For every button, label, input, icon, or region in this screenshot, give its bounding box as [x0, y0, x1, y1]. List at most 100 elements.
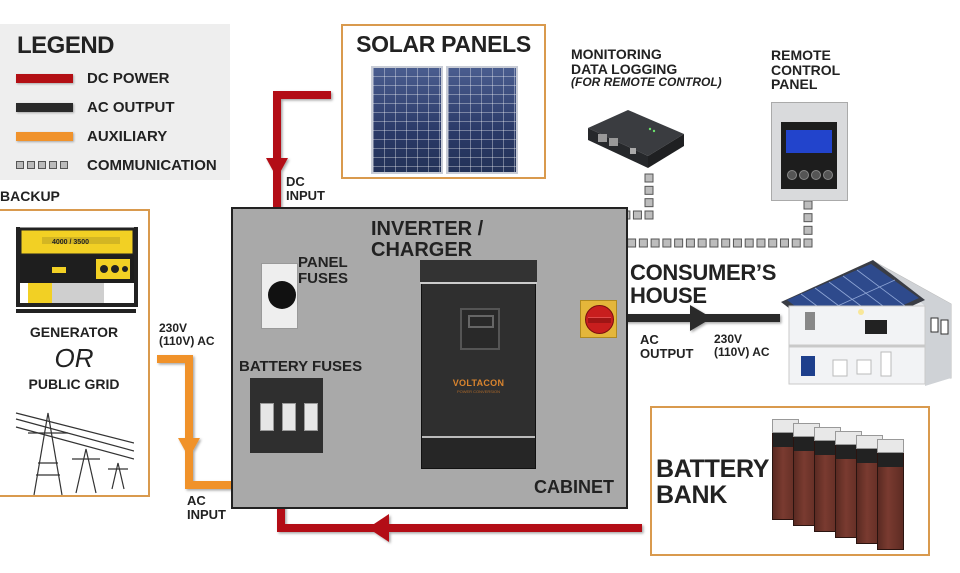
svg-text:4000 / 3500: 4000 / 3500 [52, 239, 89, 246]
isolator-dial [585, 305, 614, 334]
communication-dot [674, 238, 684, 248]
legend-item-auxiliary: AUXILIARY [16, 126, 167, 146]
battery-icon [801, 356, 815, 376]
ac-in-voltage-label: 230V (110V) AC [159, 322, 215, 347]
communication-dot [662, 238, 672, 248]
ac-input-arrow-down [178, 438, 200, 458]
inverter-base [422, 436, 535, 468]
communication-dot [697, 238, 707, 248]
legend-title: LEGEND [17, 32, 115, 59]
battery-line1: BATTERY [656, 455, 770, 483]
isolator-switch [580, 300, 617, 338]
communication-dot [627, 238, 637, 248]
inverter-line1: INVERTER / [371, 218, 484, 240]
dc-input-line1: DC [286, 174, 305, 189]
ac-in-voltage-line1: 230V [159, 321, 188, 335]
inverter-charger-unit: VOLTACON POWER CONVERSION [420, 260, 537, 469]
remote-button [787, 170, 797, 180]
or-label: OR [54, 343, 94, 373]
legend-swatch-comm [16, 160, 73, 170]
solar-panels-box: SOLAR PANELS [341, 24, 546, 179]
cabinet-label: CABINET [534, 477, 614, 498]
ac-output-line2: OUTPUT [640, 345, 694, 361]
communication-dot [685, 238, 695, 248]
ac-output-line1: AC [640, 332, 659, 347]
usb-port-icon [630, 148, 636, 154]
lcd-screen [786, 130, 832, 153]
power-pylons-image [15, 412, 134, 495]
dc-input-label: DC INPUT [286, 175, 325, 202]
appliance-icon [856, 359, 872, 375]
consumer-house-title: CONSUMER’S HOUSE [630, 261, 776, 307]
communication-dot [721, 238, 731, 248]
solar-panel-right [446, 66, 518, 174]
window-icon [940, 319, 949, 335]
backup-title: BACKUP [0, 188, 60, 204]
fuse [282, 403, 296, 431]
communication-dot [803, 213, 813, 223]
communication-dot [791, 238, 801, 248]
legend-swatch-dc [16, 73, 73, 83]
fuse [260, 403, 274, 431]
inverter-display [460, 308, 500, 350]
ac-out-voltage-label: 230V (110V) AC [714, 333, 770, 358]
panel-fuses-line1: PANEL [298, 254, 348, 271]
communication-dot [803, 200, 813, 210]
dc-input-wire [266, 91, 331, 262]
ac-output-arrow [690, 305, 712, 331]
ac-input-line1: AC [187, 493, 206, 508]
legend-item-ac-output: AC OUTPUT [16, 97, 175, 117]
communication-dot [638, 238, 648, 248]
legend-item-communication: COMMUNICATION [16, 155, 217, 175]
monitoring-line3: (FOR REMOTE CONTROL) [571, 75, 722, 90]
communication-dot [803, 225, 813, 235]
legend-label: COMMUNICATION [87, 156, 217, 174]
ac-input-label: AC INPUT [187, 494, 226, 521]
battery-fuse-block [250, 378, 323, 453]
panel-fuses-line2: FUSES [298, 269, 349, 287]
solar-panels-title: SOLAR PANELS [356, 31, 531, 57]
legend-label: AUXILIARY [87, 127, 168, 145]
fuse-knob [268, 281, 296, 309]
ac-out-voltage-line2: (110V) AC [714, 344, 770, 359]
house-inverter-icon [805, 312, 815, 330]
remote-line1: REMOTE [771, 47, 831, 63]
ac-in-voltage-line2: (110V) AC [159, 333, 215, 348]
remote-button [811, 170, 821, 180]
window-icon [930, 317, 939, 333]
communication-dot [644, 185, 654, 195]
inverter-line2: CHARGER [371, 239, 473, 261]
communication-dot [732, 238, 742, 248]
house-image [781, 260, 952, 386]
battery-bank-title: BATTERY BANK [656, 456, 769, 509]
public-grid-label: PUBLIC GRID [28, 376, 120, 392]
remote-button [799, 170, 809, 180]
legend-swatch-ac [16, 102, 73, 112]
generator-image: 4000 / 3500 [16, 227, 138, 313]
remote-button [823, 170, 833, 180]
house-line2: HOUSE [630, 283, 707, 309]
ac-input-line2: INPUT [187, 506, 226, 522]
remote-line3: PANEL [771, 76, 818, 93]
ethernet-port-icon [598, 134, 607, 142]
legend-label: DC POWER [87, 69, 170, 87]
inverter-brand: VOLTACON [452, 378, 505, 388]
legend: LEGEND DC POWER AC OUTPUT AUXILIARY COMM… [0, 24, 230, 180]
tv-icon [865, 320, 887, 334]
communication-dot [644, 210, 654, 220]
remote-control-device [771, 102, 848, 201]
legend-item-dc-power: DC POWER [16, 68, 170, 88]
house-line1: CONSUMER’S [630, 260, 777, 285]
ac-output-label: AC OUTPUT [640, 333, 693, 360]
washer-icon [832, 359, 848, 377]
monitoring-device [588, 110, 684, 168]
inverter-title: INVERTER / CHARGER [371, 219, 483, 261]
solar-panel-left [371, 66, 443, 174]
communication-dot [756, 238, 766, 248]
panel-fuses-title: PANEL FUSES [298, 255, 348, 287]
monitoring-line1: MONITORING [571, 46, 662, 62]
battery-line2: BANK [656, 481, 728, 510]
monitoring-title: MONITORING DATA LOGGING (FOR REMOTE CONT… [571, 47, 722, 89]
communication-dot [803, 238, 813, 248]
remote-panel-title: REMOTE CONTROL PANEL [771, 48, 840, 92]
